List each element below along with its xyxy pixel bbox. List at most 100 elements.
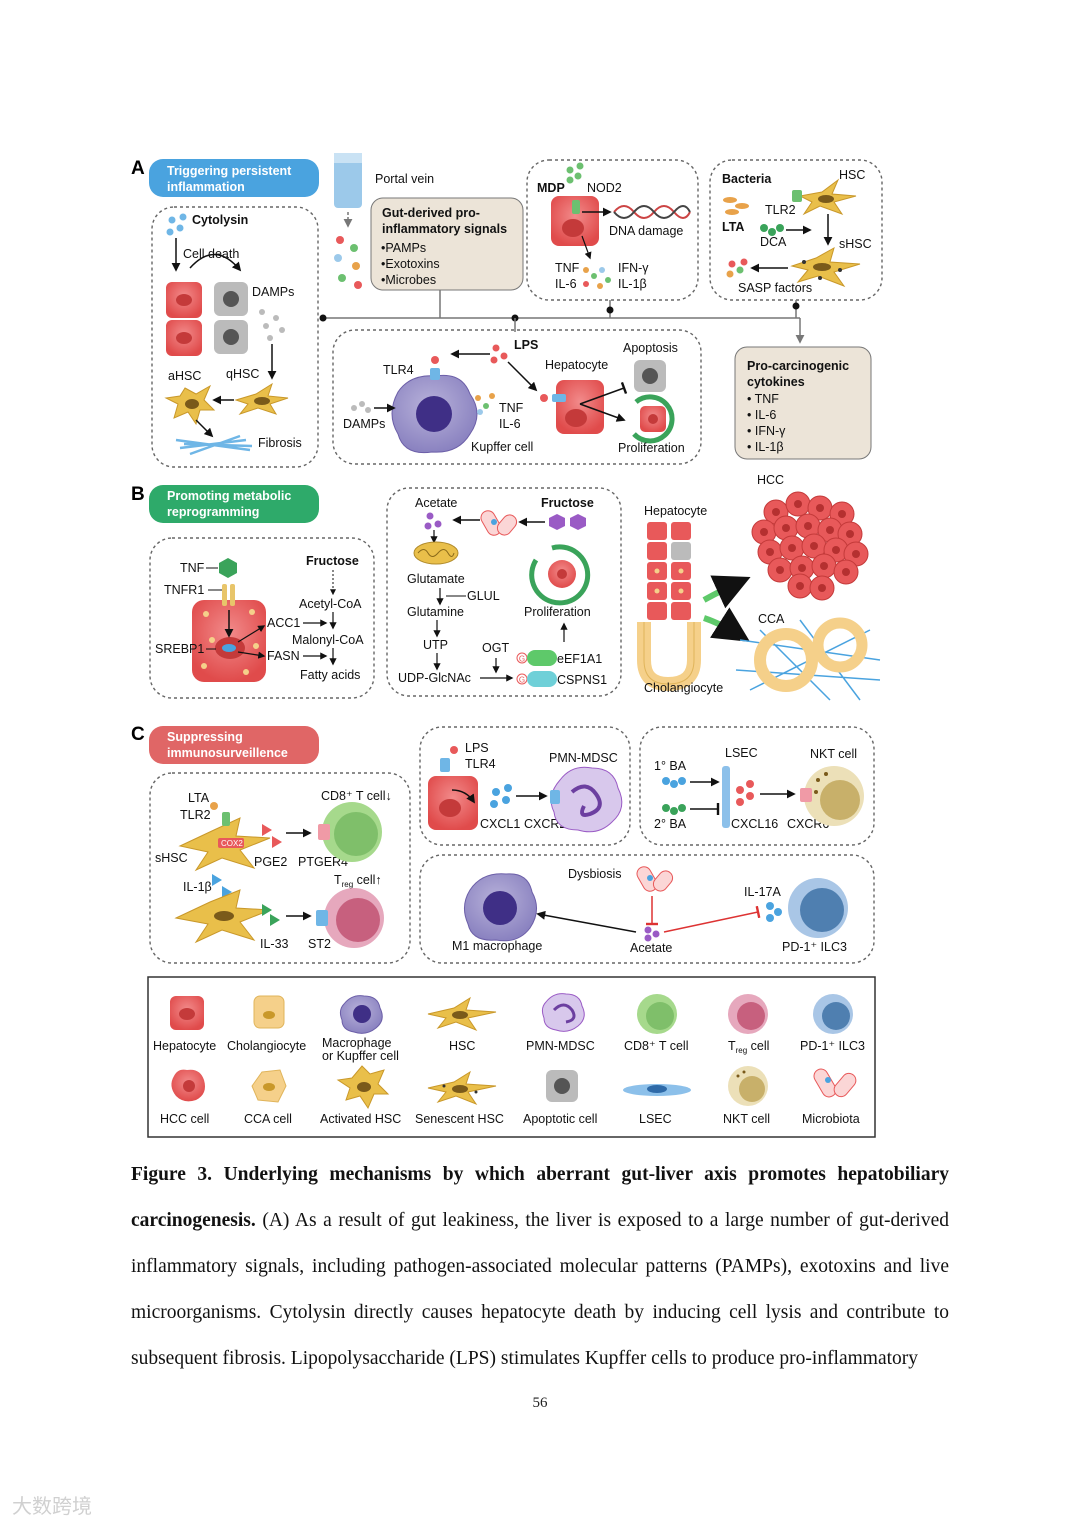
cxcl1-label: CXCL1 (480, 817, 520, 831)
secondary-ba-icon (662, 804, 686, 815)
panel-a-title-pill (149, 159, 319, 197)
tnfr1-label: TNFR1 (164, 583, 204, 597)
figure-caption: Figure 3. Underlying mechanisms by which… (131, 1152, 949, 1382)
hcc-cell-nucleus (816, 504, 824, 512)
treg-label: Treg cell↑ (334, 873, 382, 889)
nkt-box (639, 726, 875, 846)
dna-helix-icon (613, 205, 691, 219)
cd8-t-cell-icon (318, 802, 382, 862)
ifng-label: IFN-γ (618, 261, 649, 275)
microbiota-b-icon (480, 510, 518, 536)
panel-b: B Promoting metabolic reprogramming TNF … (131, 473, 881, 701)
hcc-cell-nucleus (852, 550, 860, 558)
dca-label: DCA (760, 235, 787, 249)
legend-box (147, 976, 876, 1138)
lta-c-label: LTA (188, 791, 210, 805)
il33-label: IL-33 (260, 937, 289, 951)
legend-hcc-cell: HCC cell (160, 1112, 209, 1126)
legend-cd8: CD8⁺ T cell (624, 1039, 689, 1053)
gut-signals-title-2: inflammatory signals (382, 222, 507, 236)
qhsc-label: qHSC (226, 367, 259, 381)
hsc-icon (234, 382, 289, 416)
shsc-label: sHSC (839, 237, 872, 251)
il6-label: IL-6 (555, 277, 577, 291)
tlr2-label: TLR2 (765, 203, 796, 217)
panel-c-title-pill (149, 726, 319, 764)
hcc-cell-nucleus (818, 584, 826, 592)
acc1-label: ACC1 (267, 616, 300, 630)
hepatocyte-c-icon (428, 746, 478, 830)
cxcl1-pentagon-icon (490, 784, 512, 808)
legend-hcc-cell-icon (171, 1069, 205, 1102)
cox2-label: COX2 (221, 839, 243, 848)
utp-label: UTP (423, 638, 448, 652)
panel-a-letter: A (131, 158, 145, 179)
hcc-cell-nucleus (842, 568, 850, 576)
hcc-cell-nucleus (788, 544, 796, 552)
proliferation-a-label: Proliferation (618, 441, 685, 455)
il1b-label: IL-1β (618, 277, 647, 291)
legend-treg: Treg cell (728, 1039, 769, 1055)
microbiota-c-icon (636, 866, 674, 892)
legend-ilc3-icon (813, 994, 853, 1034)
dca-dots-icon (760, 224, 784, 236)
cxcr2-label: CXCR2 (524, 817, 566, 831)
legend-apoptotic-cell: Apoptotic cell (523, 1112, 597, 1126)
mdp-label: MDP (537, 181, 565, 195)
cytokine-dots-icon (583, 267, 611, 289)
dysbiosis-label: Dysbiosis (568, 867, 622, 881)
fatty-acids-label: Fatty acids (300, 668, 360, 682)
ahsc-label: aHSC (168, 369, 201, 383)
microbe-dots-icon (334, 236, 362, 289)
hcc-tumor-icon (751, 491, 869, 601)
il33-triangles-icon (262, 904, 280, 926)
bacteria-icon (723, 197, 749, 215)
legend-cd8-t-cell-icon (637, 994, 677, 1034)
cca-label: CCA (758, 612, 785, 626)
eef1a1-label: eEF1A1 (557, 652, 602, 666)
cspns1-label: CSPNS1 (557, 673, 607, 687)
hepatocyte-b-icon (192, 584, 266, 682)
pmn-box (419, 726, 631, 846)
legend-senescent-hsc: Senescent HSC (415, 1112, 504, 1126)
dysbiosis-box (419, 854, 875, 964)
damps-dots-icon (259, 309, 285, 341)
pge2-label: PGE2 (254, 855, 287, 869)
gut-signal-microbes: •Microbes (381, 273, 436, 287)
panel-c-title-line2: immunosurveillence (167, 746, 288, 760)
tnf-label: TNF (555, 261, 580, 275)
panel-c-title-line1: Suppressing (167, 730, 243, 744)
m1-macrophage-icon (464, 873, 537, 942)
g-label-2: G (519, 676, 525, 685)
fructose-b-label: Fructose (306, 554, 359, 568)
caption-text: (A) As a result of gut leakiness, the li… (131, 1210, 949, 1369)
legend-macrophage-1: Macrophage (322, 1036, 392, 1050)
lsec-c-icon (722, 766, 730, 828)
legend-lsec-icon (623, 1084, 691, 1096)
hcc-cell-nucleus (804, 522, 812, 530)
legend-apoptotic-cell-icon (546, 1070, 578, 1102)
ilc3-cell-icon (788, 878, 848, 938)
tlr4-c-label: TLR4 (465, 757, 496, 771)
il1b-triangles-icon (212, 874, 232, 898)
gut-signals-box (370, 197, 524, 291)
legend-activated-hsc: Activated HSC (320, 1112, 401, 1126)
tlr2-c-label: TLR2 (180, 808, 211, 822)
tnf-hexagon-icon (219, 558, 237, 578)
glutamine-label: Glutamine (407, 605, 464, 619)
kupffer-label: Kupffer cell (471, 440, 533, 454)
hsc-top-icon (792, 178, 857, 216)
hepatocyte-a-icon (540, 380, 604, 434)
cspns1-icon (527, 671, 557, 687)
hcc-cell-nucleus (766, 548, 774, 556)
lsec-c-label: LSEC (725, 746, 758, 760)
procarc-title-2: cytokines (747, 375, 805, 389)
legend-macrophage-2: or Kupffer cell (322, 1049, 399, 1063)
panel-b-title-line1: Promoting metabolic (167, 489, 291, 503)
panel-a-title-line1: Triggering persistent (167, 164, 292, 178)
legend-cca-cell-icon (251, 1069, 287, 1103)
panel-b-title-pill (149, 485, 319, 523)
panel-b-letter: B (131, 484, 145, 505)
procarc-il1b: • IL-1β (747, 440, 784, 454)
ilc3-label: PD-1⁺ ILC3 (782, 940, 847, 954)
